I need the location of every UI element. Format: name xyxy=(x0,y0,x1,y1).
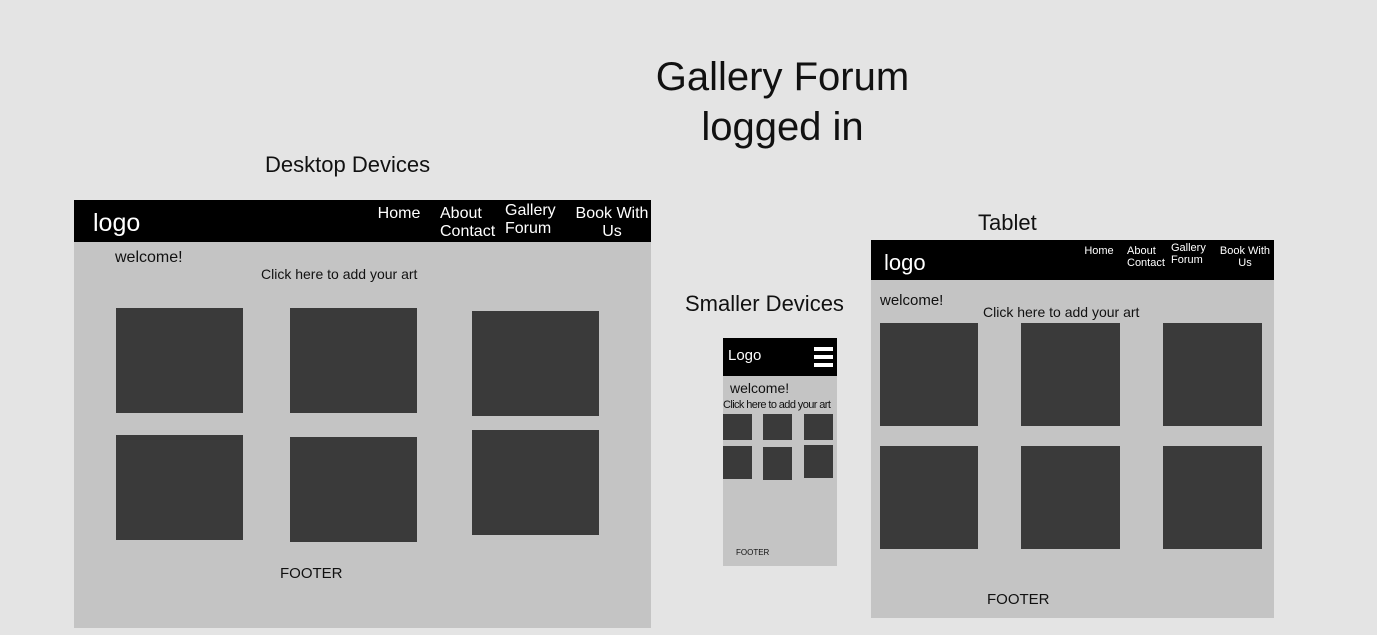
tablet-art-tile[interactable] xyxy=(1021,446,1120,549)
mobile-logo[interactable]: Logo xyxy=(728,347,762,364)
mobile-art-tile[interactable] xyxy=(723,446,752,479)
desktop-label: Desktop Devices xyxy=(265,152,431,177)
desktop-footer: FOOTER xyxy=(280,565,343,582)
tablet-nav-about-line2: Contact xyxy=(1127,257,1165,270)
mobile-label: Smaller Devices xyxy=(685,291,844,316)
tablet-nav-home[interactable]: Home xyxy=(1084,245,1114,257)
desktop-nav-book-with-us[interactable]: Book With Us xyxy=(574,205,650,240)
tablet-nav-about-line1: About xyxy=(1127,245,1156,257)
tablet-art-tile[interactable] xyxy=(1163,323,1262,426)
desktop-art-tile[interactable] xyxy=(116,435,243,540)
desktop-nav-gallery-forum[interactable]: Gallery Forum xyxy=(505,202,556,237)
tablet-mockup: logo Home About Contact Gallery Forum Bo… xyxy=(871,240,1274,618)
mobile-art-tile[interactable] xyxy=(723,414,752,440)
tablet-add-art-link[interactable]: Click here to add your art xyxy=(983,304,1140,320)
hamburger-menu-icon[interactable] xyxy=(814,347,833,367)
tablet-nav-gallery-forum[interactable]: Gallery Forum xyxy=(1171,242,1207,266)
desktop-art-tile[interactable] xyxy=(290,308,417,413)
desktop-nav-gallery-line2: Forum xyxy=(505,219,552,237)
tablet-logo[interactable]: logo xyxy=(884,250,926,275)
mobile-mockup: Logo welcome! Click here to add your art… xyxy=(723,338,837,566)
mobile-navbar: Logo xyxy=(723,338,837,376)
tablet-nav-book-line1: Book With xyxy=(1219,245,1271,257)
desktop-navbar: logo Home About Contact Gallery Forum Bo… xyxy=(74,200,651,242)
tablet-nav-gallery-line1: Gallery xyxy=(1171,242,1206,254)
tablet-nav-book-line2: Us xyxy=(1238,257,1252,270)
tablet-navbar: logo Home About Contact Gallery Forum Bo… xyxy=(871,240,1274,280)
page-title-line-2: logged in xyxy=(701,105,864,149)
tablet-art-tile[interactable] xyxy=(880,446,978,549)
desktop-nav-about-line2: Contact xyxy=(440,222,496,240)
mobile-art-tile[interactable] xyxy=(763,414,792,440)
desktop-logo[interactable]: logo xyxy=(93,209,141,237)
tablet-nav-gallery-line2: Forum xyxy=(1171,254,1203,267)
desktop-art-tile[interactable] xyxy=(472,311,599,416)
mobile-art-tile[interactable] xyxy=(804,445,833,478)
mobile-art-tile[interactable] xyxy=(804,414,833,440)
desktop-nav-gallery-line1: Gallery xyxy=(505,202,556,219)
page-title-line-1: Gallery Forum xyxy=(655,55,910,99)
desktop-nav-home[interactable]: Home xyxy=(377,205,421,222)
page-title: Gallery Forum logged in xyxy=(0,52,1377,152)
tablet-nav-about-contact[interactable]: About Contact xyxy=(1127,245,1171,269)
tablet-art-tile[interactable] xyxy=(880,323,978,426)
desktop-nav-about-line1: About xyxy=(440,205,482,222)
desktop-welcome: welcome! xyxy=(115,249,183,266)
desktop-art-tile[interactable] xyxy=(290,437,417,542)
desktop-nav-book-line2: Us xyxy=(602,222,622,240)
desktop-art-tile[interactable] xyxy=(116,308,243,413)
desktop-add-art-link[interactable]: Click here to add your art xyxy=(261,266,418,282)
desktop-nav-about-contact[interactable]: About Contact xyxy=(440,205,498,240)
mobile-welcome: welcome! xyxy=(730,380,790,396)
tablet-art-tile[interactable] xyxy=(1163,446,1262,549)
desktop-nav-book-line1: Book With xyxy=(575,205,649,222)
tablet-label: Tablet xyxy=(978,210,1037,235)
desktop-art-tile[interactable] xyxy=(472,430,599,535)
tablet-footer: FOOTER xyxy=(987,591,1050,608)
tablet-nav-book-with-us[interactable]: Book With Us xyxy=(1216,245,1274,269)
mobile-footer: FOOTER xyxy=(736,548,770,557)
desktop-mockup: logo Home About Contact Gallery Forum Bo… xyxy=(74,200,651,628)
mobile-art-tile[interactable] xyxy=(763,447,792,480)
tablet-art-tile[interactable] xyxy=(1021,323,1120,426)
tablet-welcome: welcome! xyxy=(880,292,944,309)
mobile-add-art-link[interactable]: Click here to add your art xyxy=(723,399,831,411)
